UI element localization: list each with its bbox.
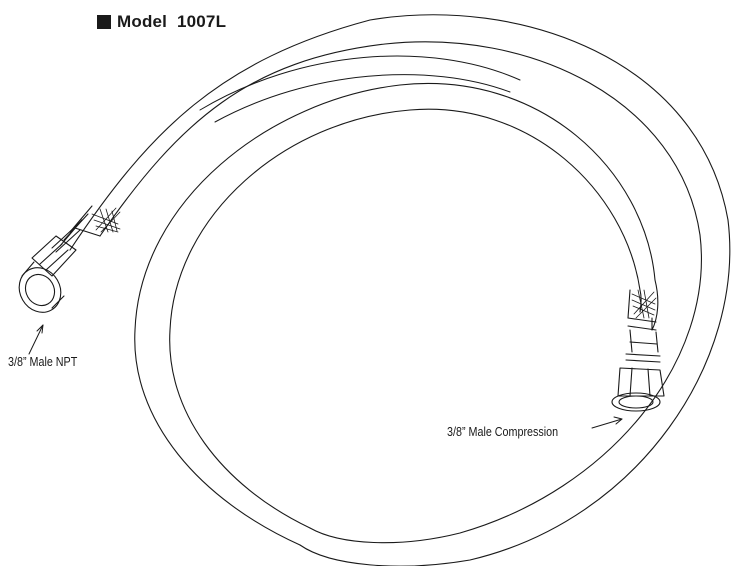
male-compression-label: 3/8” Male Compression <box>447 425 559 439</box>
hose-outer-coil <box>69 14 731 566</box>
right-hose-fitting <box>611 289 665 412</box>
hose-crossover <box>199 55 521 123</box>
model-title: Model 1007L <box>97 12 226 32</box>
model-title-text: Model 1007L <box>117 12 227 31</box>
male-npt-label: 3/8” Male NPT <box>8 355 78 369</box>
right-braid-texture <box>631 289 657 319</box>
filled-square-icon <box>97 15 111 29</box>
hose-inner-coil <box>134 83 659 546</box>
left-hose-fitting <box>18 205 121 313</box>
compression-arrowhead <box>613 416 623 425</box>
compression-leader-line <box>591 418 623 429</box>
npt-leader-line <box>28 324 44 355</box>
npt-arrowhead <box>36 324 44 334</box>
left-braid-texture <box>91 207 121 233</box>
callout-arrows <box>28 324 623 429</box>
